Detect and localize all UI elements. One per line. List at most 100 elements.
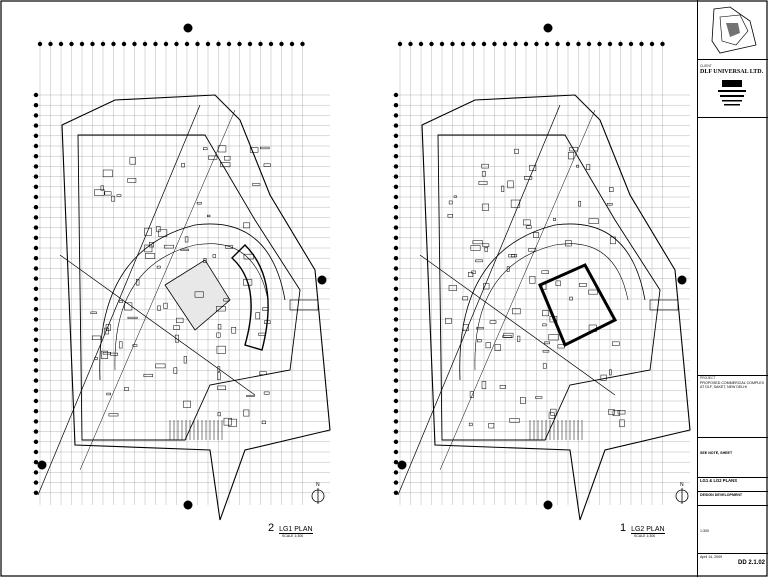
partition: [252, 183, 261, 186]
grid-bubble: [33, 409, 39, 414]
partition: [509, 418, 520, 423]
grid-bubble: [393, 266, 399, 271]
grid-bubble: [418, 41, 424, 47]
axis-line: [79, 109, 236, 471]
grid-bubble: [33, 449, 39, 455]
grid-bubble: [393, 143, 399, 149]
grid-bubble: [90, 41, 95, 47]
partition: [579, 283, 587, 287]
partition: [261, 420, 266, 425]
notes-cell: [698, 118, 768, 376]
partition: [481, 163, 489, 169]
grid-bubble: [48, 41, 53, 47]
grid-bubble: [33, 296, 39, 302]
grid-bubble: [393, 368, 399, 373]
grid-bubble: [660, 41, 665, 47]
scale-value: 1:300: [700, 529, 709, 533]
partition: [481, 203, 490, 211]
grid-bubble: [289, 41, 295, 47]
section-marker: [37, 460, 47, 470]
grid-bubble: [111, 41, 116, 47]
partition: [263, 391, 270, 395]
partition: [569, 147, 578, 152]
partition: [549, 315, 558, 323]
grid-bubble: [393, 286, 399, 291]
partition: [208, 155, 218, 160]
grid-bubble: [33, 378, 39, 383]
grid-bubble: [393, 429, 399, 434]
partition: [173, 367, 178, 374]
partition: [533, 232, 540, 238]
partition: [224, 156, 231, 161]
partition: [118, 300, 123, 303]
grid-bubble: [393, 164, 399, 169]
partition: [102, 169, 113, 178]
grid-bubble: [33, 368, 39, 373]
grid-bubble: [576, 41, 581, 47]
grid-bubble: [565, 41, 571, 47]
partition: [163, 302, 168, 309]
grid-bubble: [33, 174, 39, 179]
partition: [462, 296, 469, 301]
partition: [569, 296, 573, 301]
grid-bubble: [393, 388, 399, 393]
partition: [228, 418, 237, 427]
plan-label: LG1 PLAN: [279, 526, 313, 534]
grid-bubble: [258, 41, 263, 47]
partition: [157, 305, 161, 311]
partition: [600, 374, 607, 381]
partition: [116, 194, 122, 197]
partition: [478, 180, 488, 185]
partition: [501, 185, 505, 192]
grid-bubble: [33, 143, 39, 149]
partition: [217, 324, 222, 330]
partition: [223, 298, 229, 302]
partition: [526, 225, 532, 229]
curved-wall: [474, 243, 629, 371]
curved-wall: [114, 243, 269, 371]
grid-bubble: [33, 154, 39, 159]
grid-bubble: [393, 409, 399, 414]
partition: [557, 344, 565, 349]
grid-bubble: [393, 337, 399, 342]
grid-bubble: [33, 347, 39, 353]
partition: [216, 345, 226, 354]
project-cell: PROJECT PROPOSED COMMERCIAL COMPLEX AT D…: [698, 376, 768, 438]
partition: [502, 335, 513, 338]
partition: [108, 413, 119, 417]
partition: [183, 400, 191, 408]
grid-bubble: [393, 113, 399, 118]
grid-bubble: [393, 205, 399, 210]
partition: [578, 200, 582, 207]
partition: [542, 350, 550, 353]
partition: [255, 312, 260, 320]
grid-bubble: [121, 41, 127, 47]
partition: [217, 372, 221, 380]
plan-lg1: [32, 23, 331, 521]
partition: [212, 254, 217, 258]
plan-title-lg2: 1 LG2 PLAN SCALE 1:300: [620, 522, 665, 538]
partition: [173, 325, 180, 330]
partition: [258, 332, 266, 336]
partition: [609, 369, 612, 376]
grid-bubble: [393, 256, 399, 261]
firm-name: DLF UNIVERSAL LTD.: [700, 68, 764, 75]
grid-bubble: [33, 286, 39, 291]
stamp-text: SEE NOTE, SHEET: [700, 451, 733, 455]
partition: [207, 214, 211, 218]
plan-scale: SCALE 1:300: [634, 534, 656, 538]
partition: [586, 164, 591, 170]
grid-bubble: [69, 41, 74, 47]
partition: [124, 302, 133, 311]
partition: [127, 178, 137, 183]
grid-bubble: [247, 41, 253, 47]
partition: [184, 236, 189, 243]
partition: [588, 289, 598, 295]
grid-bubble: [393, 174, 399, 179]
phase-cell: DESIGN DEVELOPMENT: [698, 492, 768, 506]
partition: [528, 248, 537, 252]
partition: [517, 335, 521, 342]
plan-scale: SCALE 1:300: [282, 534, 304, 538]
partition: [260, 146, 270, 150]
